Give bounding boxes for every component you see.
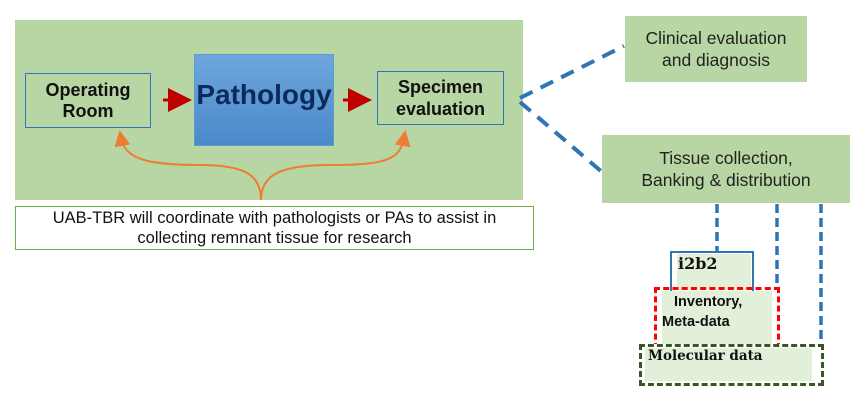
tissue-collection-node: Tissue collection, Banking & distributio… [602, 135, 850, 203]
tissue-line2: Banking & distribution [641, 170, 811, 190]
bracket-arrow-to-specimen [260, 130, 411, 201]
note-line1: UAB-TBR will coordinate with pathologist… [52, 209, 497, 227]
tissue-line1: Tissue collection, [659, 148, 793, 168]
dashed-specimen-to-clinical [519, 44, 625, 100]
note-line2: collecting remnant tissue for research [137, 229, 412, 247]
i2b2-label: i2b2 [678, 254, 718, 273]
i2b2-node [670, 251, 754, 291]
coordination-note: UAB-TBR will coordinate with pathologist… [15, 206, 534, 250]
inventory-label: Inventory, Meta-data [662, 292, 772, 332]
bracket-arrow-to-operating-room [114, 130, 262, 201]
specimen-evaluation-node: Specimen evaluation [377, 71, 504, 125]
inventory-line2: Meta-data [662, 314, 730, 330]
i2b2-background [677, 254, 751, 290]
inventory-line1: Inventory, [674, 294, 743, 310]
specimen-line1: Specimen [397, 77, 484, 97]
pathology-label: Pathology [196, 79, 332, 110]
dashed-specimen-to-tissue [518, 100, 604, 174]
operating-room-line2: Room [62, 100, 114, 121]
specimen-line2: evaluation [395, 99, 486, 119]
molecular-background [645, 348, 812, 381]
molecular-label: Molecular data [648, 348, 763, 364]
pathology-node: Pathology [194, 54, 334, 146]
operating-room-line1: Operating [45, 79, 131, 100]
operating-room-node: Operating Room [25, 73, 151, 128]
clinical-evaluation-node: Clinical evaluation and diagnosis [625, 16, 807, 82]
clinical-line2: and diagnosis [662, 50, 770, 70]
clinical-line1: Clinical evaluation [645, 28, 787, 48]
inventory-background [662, 291, 772, 345]
